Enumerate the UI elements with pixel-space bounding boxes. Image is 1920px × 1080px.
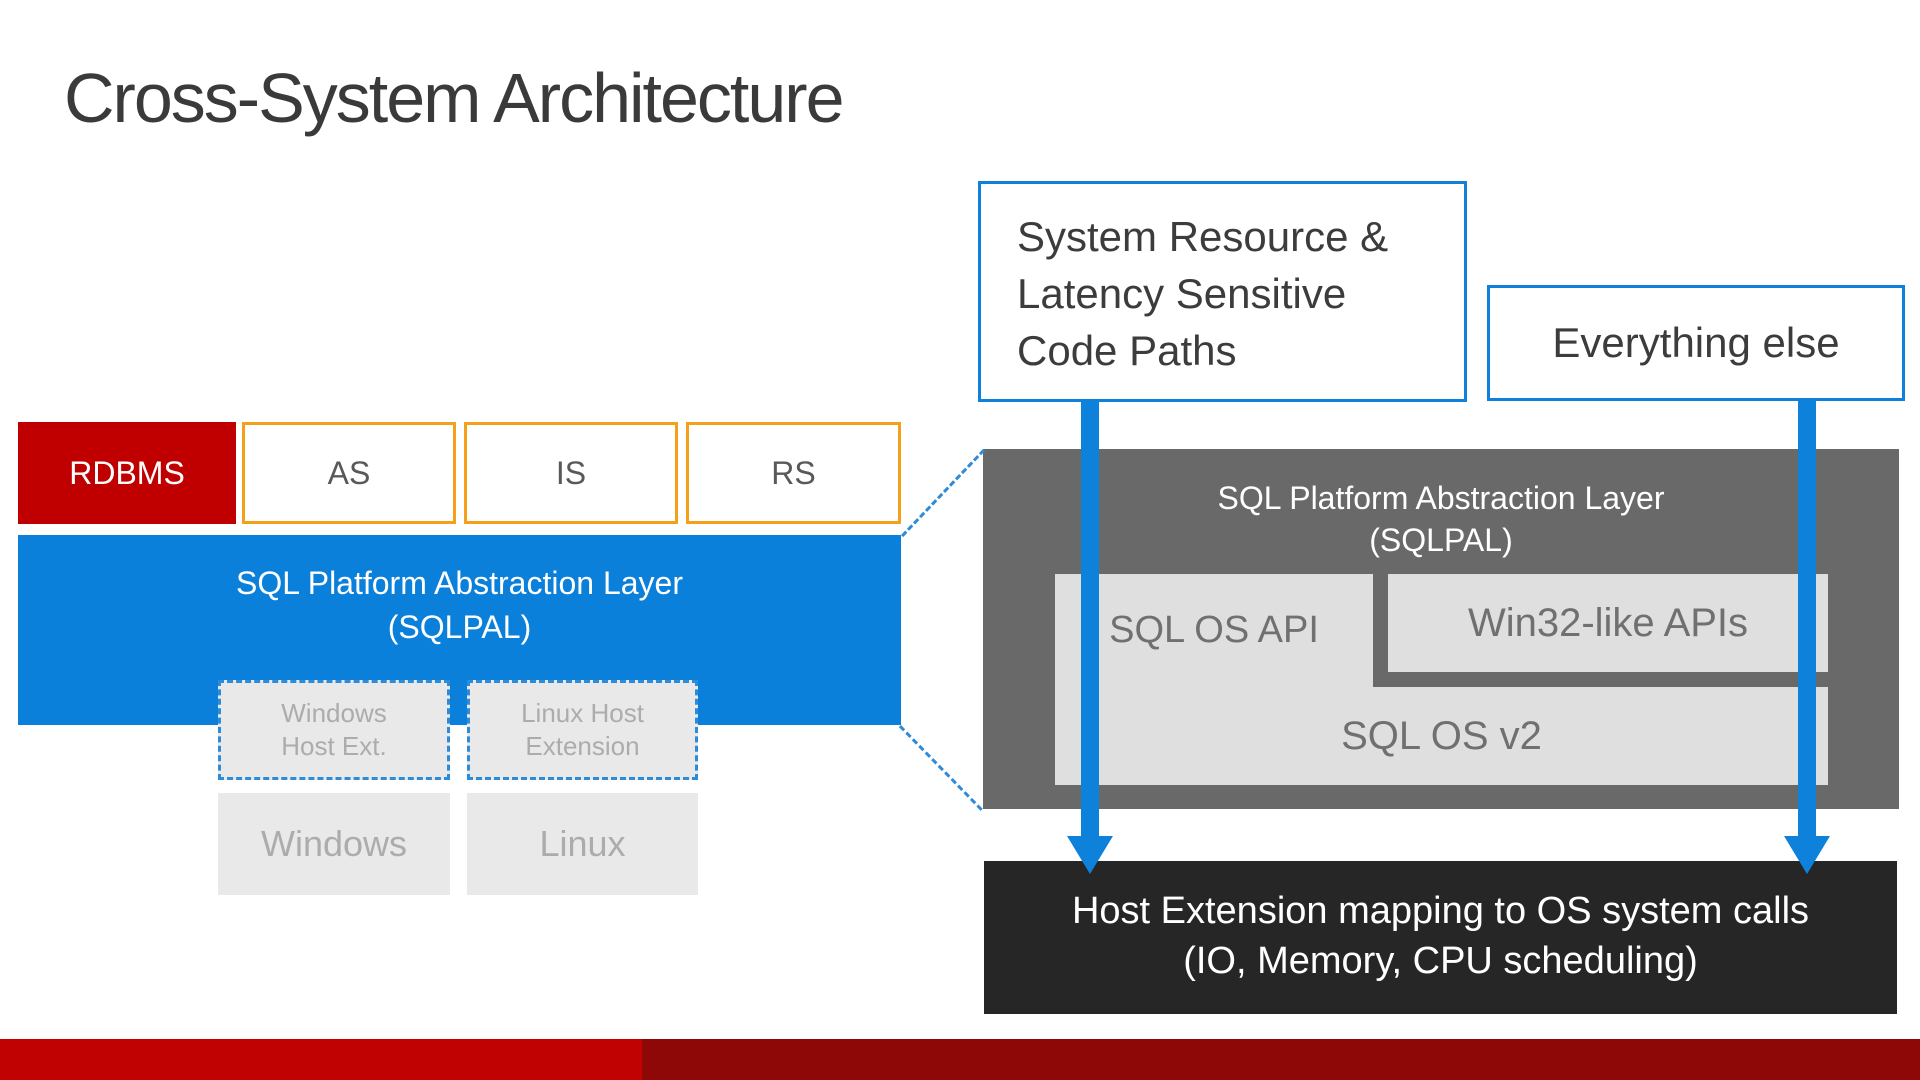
host-mapping-line2: (IO, Memory, CPU scheduling) (1183, 940, 1698, 982)
sqlpal-panel: SQL Platform Abstraction Layer (SQLPAL) … (983, 449, 1899, 809)
everything-else-callout: Everything else (1487, 285, 1905, 401)
zoom-connector-bottom (898, 725, 983, 811)
sql-os-v2-label: SQL OS v2 (1341, 713, 1542, 758)
latency-callout-line3: Code Paths (1017, 327, 1237, 374)
windows-host-ext-line2: Host Ext. (281, 731, 387, 761)
windows-box: Windows (218, 793, 450, 895)
sql-os-v2-block: SQL OS v2 (1055, 687, 1828, 785)
sqlpal-panel-title-line2: (SQLPAL) (1369, 522, 1513, 558)
zoom-connector-top (901, 448, 986, 538)
everything-else-arrow-head-icon (1784, 836, 1830, 874)
rdbms-label: RDBMS (69, 454, 185, 491)
sqlpal-panel-title: SQL Platform Abstraction Layer (SQLPAL) (983, 477, 1899, 561)
is-box: IS (464, 422, 678, 524)
sqlpal-left-line2: (SQLPAL) (387, 609, 532, 645)
everything-else-label: Everything else (1552, 319, 1840, 366)
host-mapping-line1: Host Extension mapping to OS system call… (1071, 890, 1810, 932)
as-box: AS (242, 422, 456, 524)
latency-arrow-head-icon (1067, 836, 1113, 874)
footer-bar-dark-red (642, 1039, 1920, 1080)
host-extension-mapping-box: Host Extension mapping to OS system call… (984, 861, 1897, 1014)
everything-else-arrow-stem (1798, 401, 1816, 836)
windows-host-ext-line1: Windows (281, 698, 387, 728)
rs-box: RS (686, 422, 901, 524)
linux-host-extension-box: Linux Host Extension (467, 680, 698, 780)
rs-label: RS (771, 454, 816, 491)
win32-apis-label: Win32-like APIs (1467, 600, 1749, 645)
sql-os-api-label: SQL OS API (1109, 609, 1319, 651)
latency-callout: System Resource & Latency Sensitive Code… (978, 181, 1467, 402)
windows-label: Windows (260, 823, 408, 864)
linux-box: Linux (467, 793, 698, 895)
footer-bar-bright-red (0, 1039, 642, 1080)
linux-host-extension-line2: Extension (525, 731, 640, 761)
page-title: Cross-System Architecture (64, 59, 845, 137)
linux-host-extension-line1: Linux Host (521, 698, 644, 728)
as-label: AS (327, 454, 371, 491)
windows-host-ext-box: Windows Host Ext. (218, 680, 450, 780)
rdbms-box: RDBMS (18, 422, 236, 524)
linux-label: Linux (539, 823, 626, 864)
latency-callout-line2: Latency Sensitive (1017, 270, 1347, 317)
latency-arrow-stem (1081, 402, 1099, 836)
sqlpal-panel-title-line1: SQL Platform Abstraction Layer (1217, 480, 1665, 516)
win32-apis-block: Win32-like APIs (1388, 574, 1828, 672)
latency-callout-line1: System Resource & (1017, 213, 1389, 260)
sqlpal-left-line1: SQL Platform Abstraction Layer (235, 565, 683, 601)
sqlpal-box-left: SQL Platform Abstraction Layer (SQLPAL) (18, 535, 901, 725)
is-label: IS (555, 454, 587, 491)
